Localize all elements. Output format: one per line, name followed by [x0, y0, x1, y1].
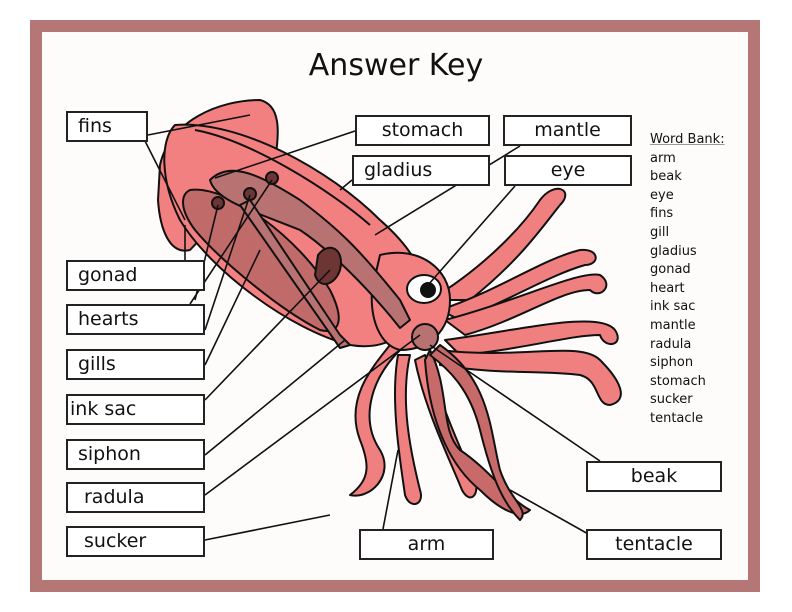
word-bank-item: tentacle: [650, 410, 704, 426]
page-title: Answer Key: [308, 48, 484, 83]
word-bank-item: stomach: [650, 373, 706, 389]
word-bank-item: ink sac: [650, 299, 696, 315]
label-ink-sac: ink sac: [66, 394, 205, 425]
word-bank-item: gill: [650, 224, 670, 240]
label-hearts: hearts: [66, 304, 205, 335]
label-radula: radula: [66, 482, 205, 513]
word-bank-list: arm beak eye fins gill gladius gonad heart ink s…: [650, 150, 725, 429]
word-bank-item: sucker: [650, 392, 693, 408]
label-stomach: stomach: [355, 115, 490, 146]
label-eye: eye: [504, 155, 632, 186]
label-sucker: sucker: [66, 526, 205, 557]
squid-tentacles: [424, 344, 531, 521]
word-bank-item: arm: [650, 150, 676, 166]
word-bank-item: fins: [650, 206, 674, 222]
label-tentacle: tentacle: [586, 529, 722, 560]
word-bank-item: mantle: [650, 317, 696, 333]
label-gonad: gonad: [66, 260, 205, 291]
word-bank-item: siphon: [650, 355, 694, 371]
word-bank-item: beak: [650, 169, 682, 185]
word-bank-heading: Word Bank:: [650, 132, 725, 147]
label-mantle: mantle: [503, 115, 632, 146]
label-beak: beak: [586, 461, 722, 492]
label-siphon: siphon: [66, 439, 205, 470]
word-bank-item: eye: [650, 187, 674, 203]
word-bank-item: gonad: [650, 262, 691, 278]
word-bank-item: radula: [650, 336, 692, 352]
label-fins: fins: [66, 111, 148, 142]
label-gills: gills: [66, 349, 205, 380]
word-bank: Word Bank: arm beak eye fins gill gladius gona…: [650, 131, 725, 429]
word-bank-item: gladius: [650, 243, 697, 259]
label-gladius: gladius: [352, 155, 490, 186]
label-arm: arm: [359, 529, 494, 560]
word-bank-item: heart: [650, 280, 685, 296]
